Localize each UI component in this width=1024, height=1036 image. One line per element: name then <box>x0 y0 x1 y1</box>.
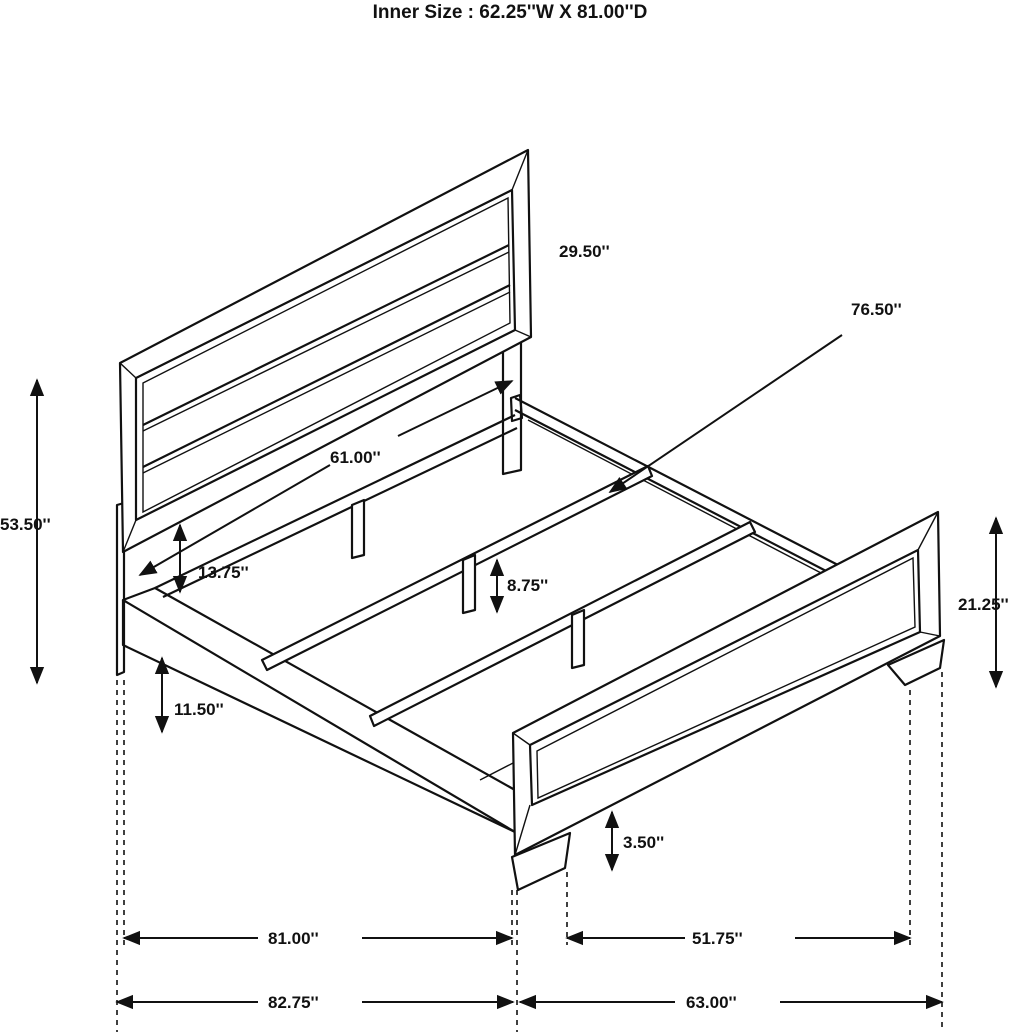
dim-overall-length: 82.75'' <box>268 993 319 1012</box>
headboard <box>115 148 533 677</box>
footboard <box>510 510 946 892</box>
inner-width-arrow-left <box>138 464 331 576</box>
dim-slat-support-height: 8.75'' <box>507 576 548 595</box>
rail-length-leader <box>608 334 843 494</box>
dim-inner-width: 61.00'' <box>330 448 381 467</box>
inner-width-arrow-right <box>397 380 514 437</box>
dim-overall-width: 63.00'' <box>686 993 737 1012</box>
dim-footboard-height: 21.25'' <box>958 595 1009 614</box>
dim-footboard-inner: 51.75'' <box>692 929 743 948</box>
dim-overall-height: 53.50'' <box>0 515 51 534</box>
dim-rail-clearance: 11.50'' <box>174 700 224 719</box>
dim-inner-length: 81.00'' <box>268 929 319 948</box>
dim-rail-length: 76.50'' <box>851 300 902 319</box>
bed-frame <box>121 393 839 834</box>
dim-headboard-rail-height: 13.75'' <box>198 563 249 582</box>
dim-headboard-panel-height: 29.50'' <box>559 242 610 261</box>
dim-foot-height: 3.50'' <box>623 833 664 852</box>
diagram-title: Inner Size : 62.25''W X 81.00''D <box>373 2 648 23</box>
dimension-annotations: 29.50'' 76.50'' 61.00'' 13.75'' 8.75'' 5… <box>0 242 1009 1032</box>
